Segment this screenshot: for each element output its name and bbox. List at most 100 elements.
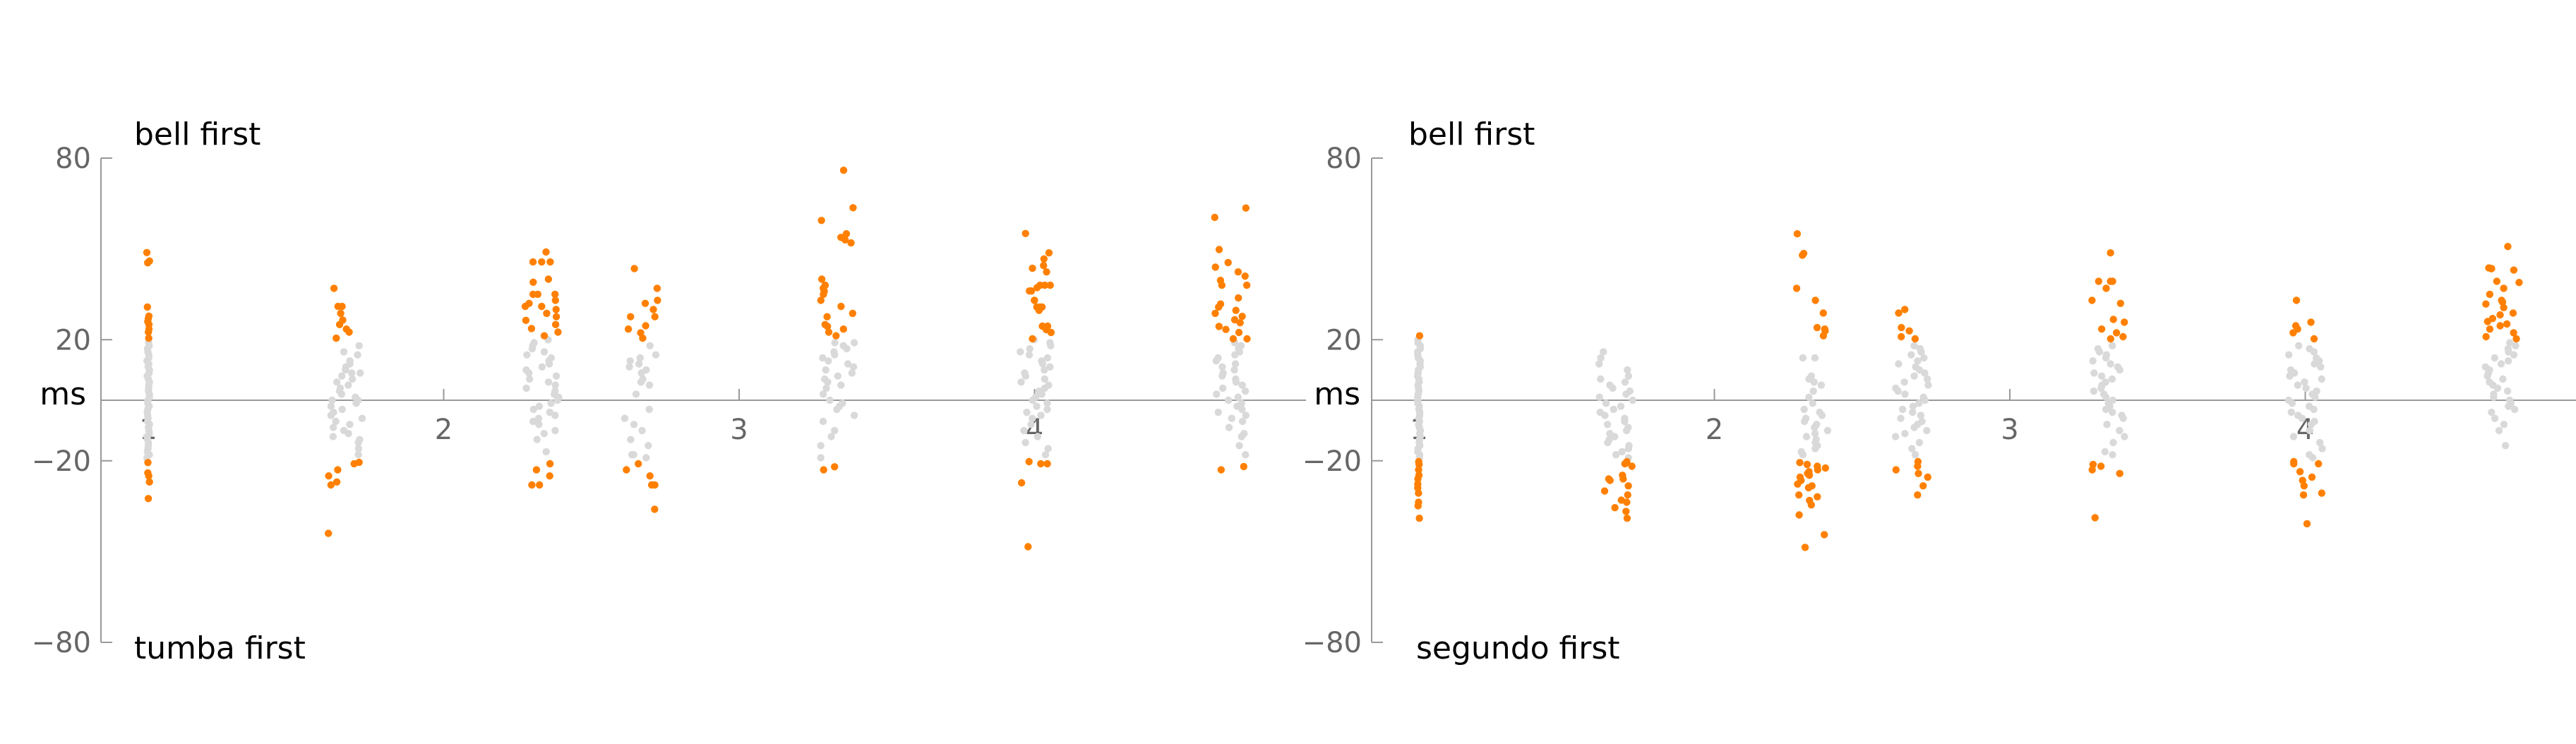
x-tick-label: 3 <box>2001 414 2018 446</box>
data-point <box>1910 372 1918 380</box>
data-point <box>1898 405 1907 414</box>
data-point-highlighted <box>1919 482 1927 490</box>
data-point <box>544 378 553 386</box>
data-point-highlighted <box>1895 309 1903 317</box>
data-point <box>1230 366 1238 374</box>
data-point <box>1231 351 1239 359</box>
data-point <box>354 351 361 359</box>
data-point <box>1046 363 1054 371</box>
data-point <box>328 396 336 404</box>
data-point <box>635 360 643 368</box>
data-point <box>1809 400 1816 407</box>
data-point <box>1234 393 1242 401</box>
data-point <box>2311 360 2318 368</box>
data-point-highlighted <box>2318 489 2325 497</box>
data-point <box>1025 351 1034 359</box>
data-point <box>357 369 364 377</box>
data-point <box>547 400 555 407</box>
data-point <box>2505 402 2512 410</box>
data-point-highlighted <box>639 334 647 342</box>
data-point <box>2102 405 2110 414</box>
data-point <box>1910 342 1918 349</box>
data-point-highlighted <box>2095 277 2102 285</box>
data-point <box>1225 424 1233 431</box>
data-point <box>2490 393 2498 401</box>
data-point <box>1022 372 1030 380</box>
data-point <box>2317 363 2325 371</box>
data-point <box>2119 414 2127 422</box>
data-point-highlighted <box>820 466 827 474</box>
data-point-highlighted <box>1819 332 1828 340</box>
data-point <box>1603 421 1612 428</box>
data-point-highlighted <box>1623 515 1631 522</box>
data-point <box>831 351 839 359</box>
data-point <box>1910 424 1918 431</box>
data-point-highlighted <box>538 302 546 311</box>
data-point-highlighted <box>2486 290 2493 299</box>
data-point <box>850 412 858 419</box>
data-point <box>1602 400 1610 407</box>
data-point-highlighted <box>529 258 537 266</box>
data-point-highlighted <box>528 481 536 489</box>
data-point <box>1817 381 1826 389</box>
data-point <box>2310 348 2318 356</box>
data-point <box>1897 414 1905 422</box>
data-point <box>342 366 349 374</box>
data-point <box>621 414 629 422</box>
data-points <box>1413 230 2523 551</box>
data-point-highlighted <box>325 529 333 537</box>
data-point <box>529 405 537 414</box>
data-point-highlighted <box>1819 309 1827 317</box>
data-point <box>1818 412 1826 419</box>
data-point <box>819 390 827 398</box>
data-point <box>348 369 356 377</box>
data-point-highlighted <box>1037 460 1045 468</box>
data-point <box>1811 445 1819 452</box>
data-point-highlighted <box>551 320 560 328</box>
data-point <box>825 357 832 365</box>
data-point-highlighted <box>2308 473 2316 481</box>
data-point-highlighted <box>1047 328 1055 337</box>
data-point-highlighted <box>1804 484 1813 492</box>
data-point-highlighted <box>2107 277 2114 285</box>
data-point <box>529 417 537 426</box>
data-point-highlighted <box>2091 514 2099 522</box>
data-point <box>827 433 835 440</box>
data-point-highlighted <box>1024 543 1032 551</box>
data-point <box>1800 417 1809 426</box>
data-point-highlighted <box>538 258 546 266</box>
data-point-highlighted <box>1622 508 1630 515</box>
y-axis-label: ms <box>40 376 86 412</box>
data-point-highlighted <box>1415 515 1423 522</box>
data-point-highlighted <box>144 259 152 267</box>
data-point-highlighted <box>145 472 152 480</box>
data-point <box>2495 426 2503 435</box>
data-point <box>1810 378 1818 386</box>
data-point <box>2102 354 2110 362</box>
data-point <box>1595 360 1603 368</box>
data-point-highlighted <box>1242 204 1250 212</box>
data-point-highlighted <box>1793 230 1802 238</box>
data-point <box>822 384 830 392</box>
data-point <box>2107 360 2114 368</box>
data-point-highlighted <box>1022 229 1029 237</box>
data-point <box>2288 400 2296 407</box>
data-point <box>1901 430 1909 438</box>
data-point <box>1597 375 1605 383</box>
data-point-highlighted <box>1215 323 1223 330</box>
data-point-highlighted <box>1415 466 1422 474</box>
data-point-highlighted <box>2296 468 2304 476</box>
data-point <box>2318 375 2325 383</box>
x-tick-label: 2 <box>1706 414 1723 446</box>
data-point <box>345 381 352 389</box>
data-point-highlighted <box>839 325 848 333</box>
data-point <box>1041 451 1050 459</box>
data-point <box>2491 354 2498 362</box>
data-point <box>638 426 646 435</box>
data-point-highlighted <box>534 290 541 299</box>
data-point-highlighted <box>651 481 659 489</box>
data-point <box>819 417 827 426</box>
data-point-highlighted <box>2097 462 2105 470</box>
data-point <box>2510 405 2519 414</box>
data-point <box>542 448 550 456</box>
